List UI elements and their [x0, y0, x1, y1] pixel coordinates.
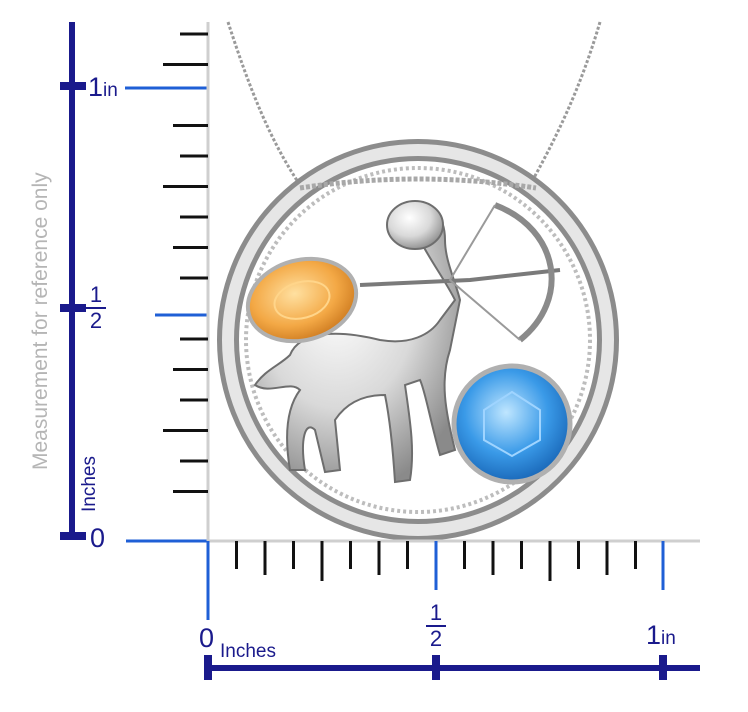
- hruler-one-label: 1in: [646, 620, 676, 650]
- citrine-gem: [245, 256, 359, 344]
- reference-caption: Measurement for reference only: [29, 172, 52, 470]
- vruler-zero-label: 0: [90, 523, 106, 553]
- hruler-zero-label: 0: [199, 623, 215, 653]
- vruler-unit-label: Inches: [79, 456, 100, 512]
- vertical-ruler: [60, 22, 210, 543]
- hruler-unit-label: Inches: [220, 641, 276, 662]
- vruler-one-label: 1in: [88, 72, 118, 102]
- sagittarius-figure: [253, 200, 561, 484]
- horizontal-ruler: [204, 539, 700, 680]
- chain: [226, 21, 602, 186]
- pendant-ring: [217, 139, 619, 541]
- blue-topaz-gem: [451, 363, 573, 485]
